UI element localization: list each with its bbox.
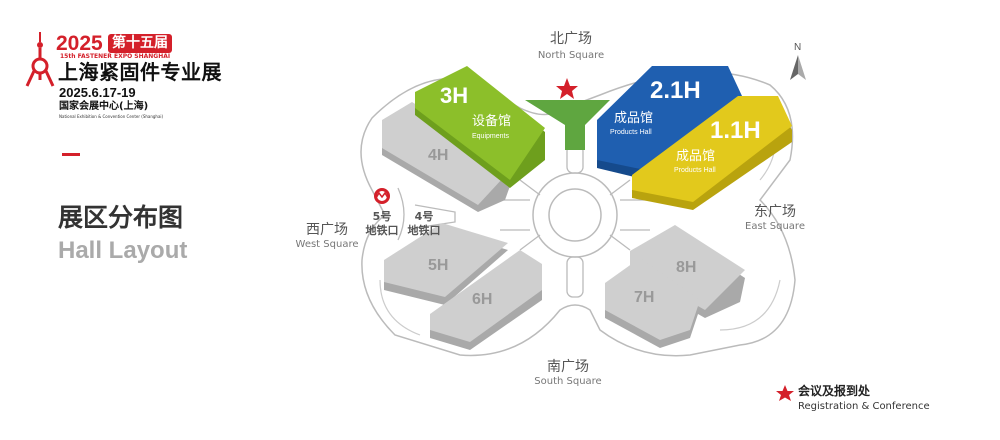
hall-3h-cn: 设备馆 — [472, 113, 511, 128]
legend-label-cn: 会议及报到处 — [798, 384, 871, 398]
compass-label: N — [794, 42, 801, 53]
hall-3h-label: 3H — [440, 83, 468, 108]
north-entrance-plaza — [525, 100, 610, 150]
hall-1-1h-en: Products Hall — [674, 167, 716, 174]
hall-2-1h-label: 2.1H — [650, 77, 701, 104]
hall-2-1h-cn: 成品馆 — [614, 110, 653, 125]
hall-7h-label: 7H — [634, 289, 654, 306]
page-title-cn: 展区分布图 — [58, 203, 184, 232]
hall-7h: 7H — [605, 258, 700, 348]
logo-year: 2025 — [56, 32, 103, 55]
hall-8h-label: 8H — [676, 259, 696, 276]
logo-expo-en: 15th FASTENER EXPO SHANGHAI — [60, 53, 171, 60]
venue-cn: 国家会展中心(上海) — [59, 101, 149, 112]
metro-exit-5-label: 地铁口 — [365, 224, 399, 237]
venue-outline — [360, 71, 796, 357]
hall-4h-label: 4H — [428, 147, 448, 164]
metro-exit-4: 4号 地铁口 — [404, 210, 444, 238]
hall-1-1h: 1.1H 成品馆 Products Hall — [632, 96, 792, 210]
metro-exit-5-number: 5号 — [372, 210, 392, 223]
hall-5h: 5H — [384, 223, 508, 305]
registration-star-icon — [556, 78, 578, 99]
north-compass-icon: N — [790, 42, 806, 80]
logo-expo-cn: 上海紧固件专业展 — [58, 60, 222, 84]
hall-5h-label: 5H — [428, 257, 448, 274]
metro-exit-5: 5号 地铁口 — [362, 210, 402, 238]
hall-2-1h: 2.1H 成品馆 Products Hall — [597, 66, 742, 182]
walkways — [397, 144, 650, 298]
center-ring-inner — [548, 188, 602, 242]
hall-1-1h-label: 1.1H — [710, 117, 761, 144]
metro-exit-4-number: 4号 — [414, 210, 434, 223]
hall-6h-label: 6H — [472, 291, 492, 308]
hall-8h: 8H — [630, 225, 745, 318]
east-square-en: East Square — [745, 221, 805, 232]
center-ring-outer — [532, 172, 618, 258]
north-square-cn: 北广场 — [550, 31, 592, 47]
east-square-cn: 东广场 — [754, 204, 796, 220]
south-square-en: South Square — [534, 376, 602, 387]
hall-1-1h-cn: 成品馆 — [676, 148, 715, 163]
hall-4h: 4H — [382, 102, 515, 212]
west-square-cn: 西广场 — [306, 222, 348, 238]
hall-6h: 6H — [430, 250, 542, 350]
tower-logo-icon — [25, 32, 55, 87]
legend-star-icon — [776, 385, 794, 401]
logo-edition-badge: 第十五届 — [108, 34, 172, 53]
south-square-cn: 南广场 — [547, 359, 589, 375]
legend-label-en: Registration & Conference — [798, 401, 930, 412]
venue-en: National Exhibition & Convention Center … — [59, 114, 164, 119]
accent-divider — [62, 153, 80, 156]
metro-exit-4-label: 地铁口 — [407, 224, 441, 237]
west-square-en: West Square — [295, 239, 359, 250]
expo-dates: 2025.6.17-19 — [59, 85, 136, 100]
shanghai-metro-icon — [374, 188, 390, 204]
hall-3h: 3H 设备馆 Equipments — [415, 66, 545, 188]
hall-2-1h-en: Products Hall — [610, 129, 652, 136]
north-square-en: North Square — [537, 50, 605, 61]
hall-3h-en: Equipments — [472, 133, 509, 140]
page-title-en: Hall Layout — [58, 237, 188, 264]
